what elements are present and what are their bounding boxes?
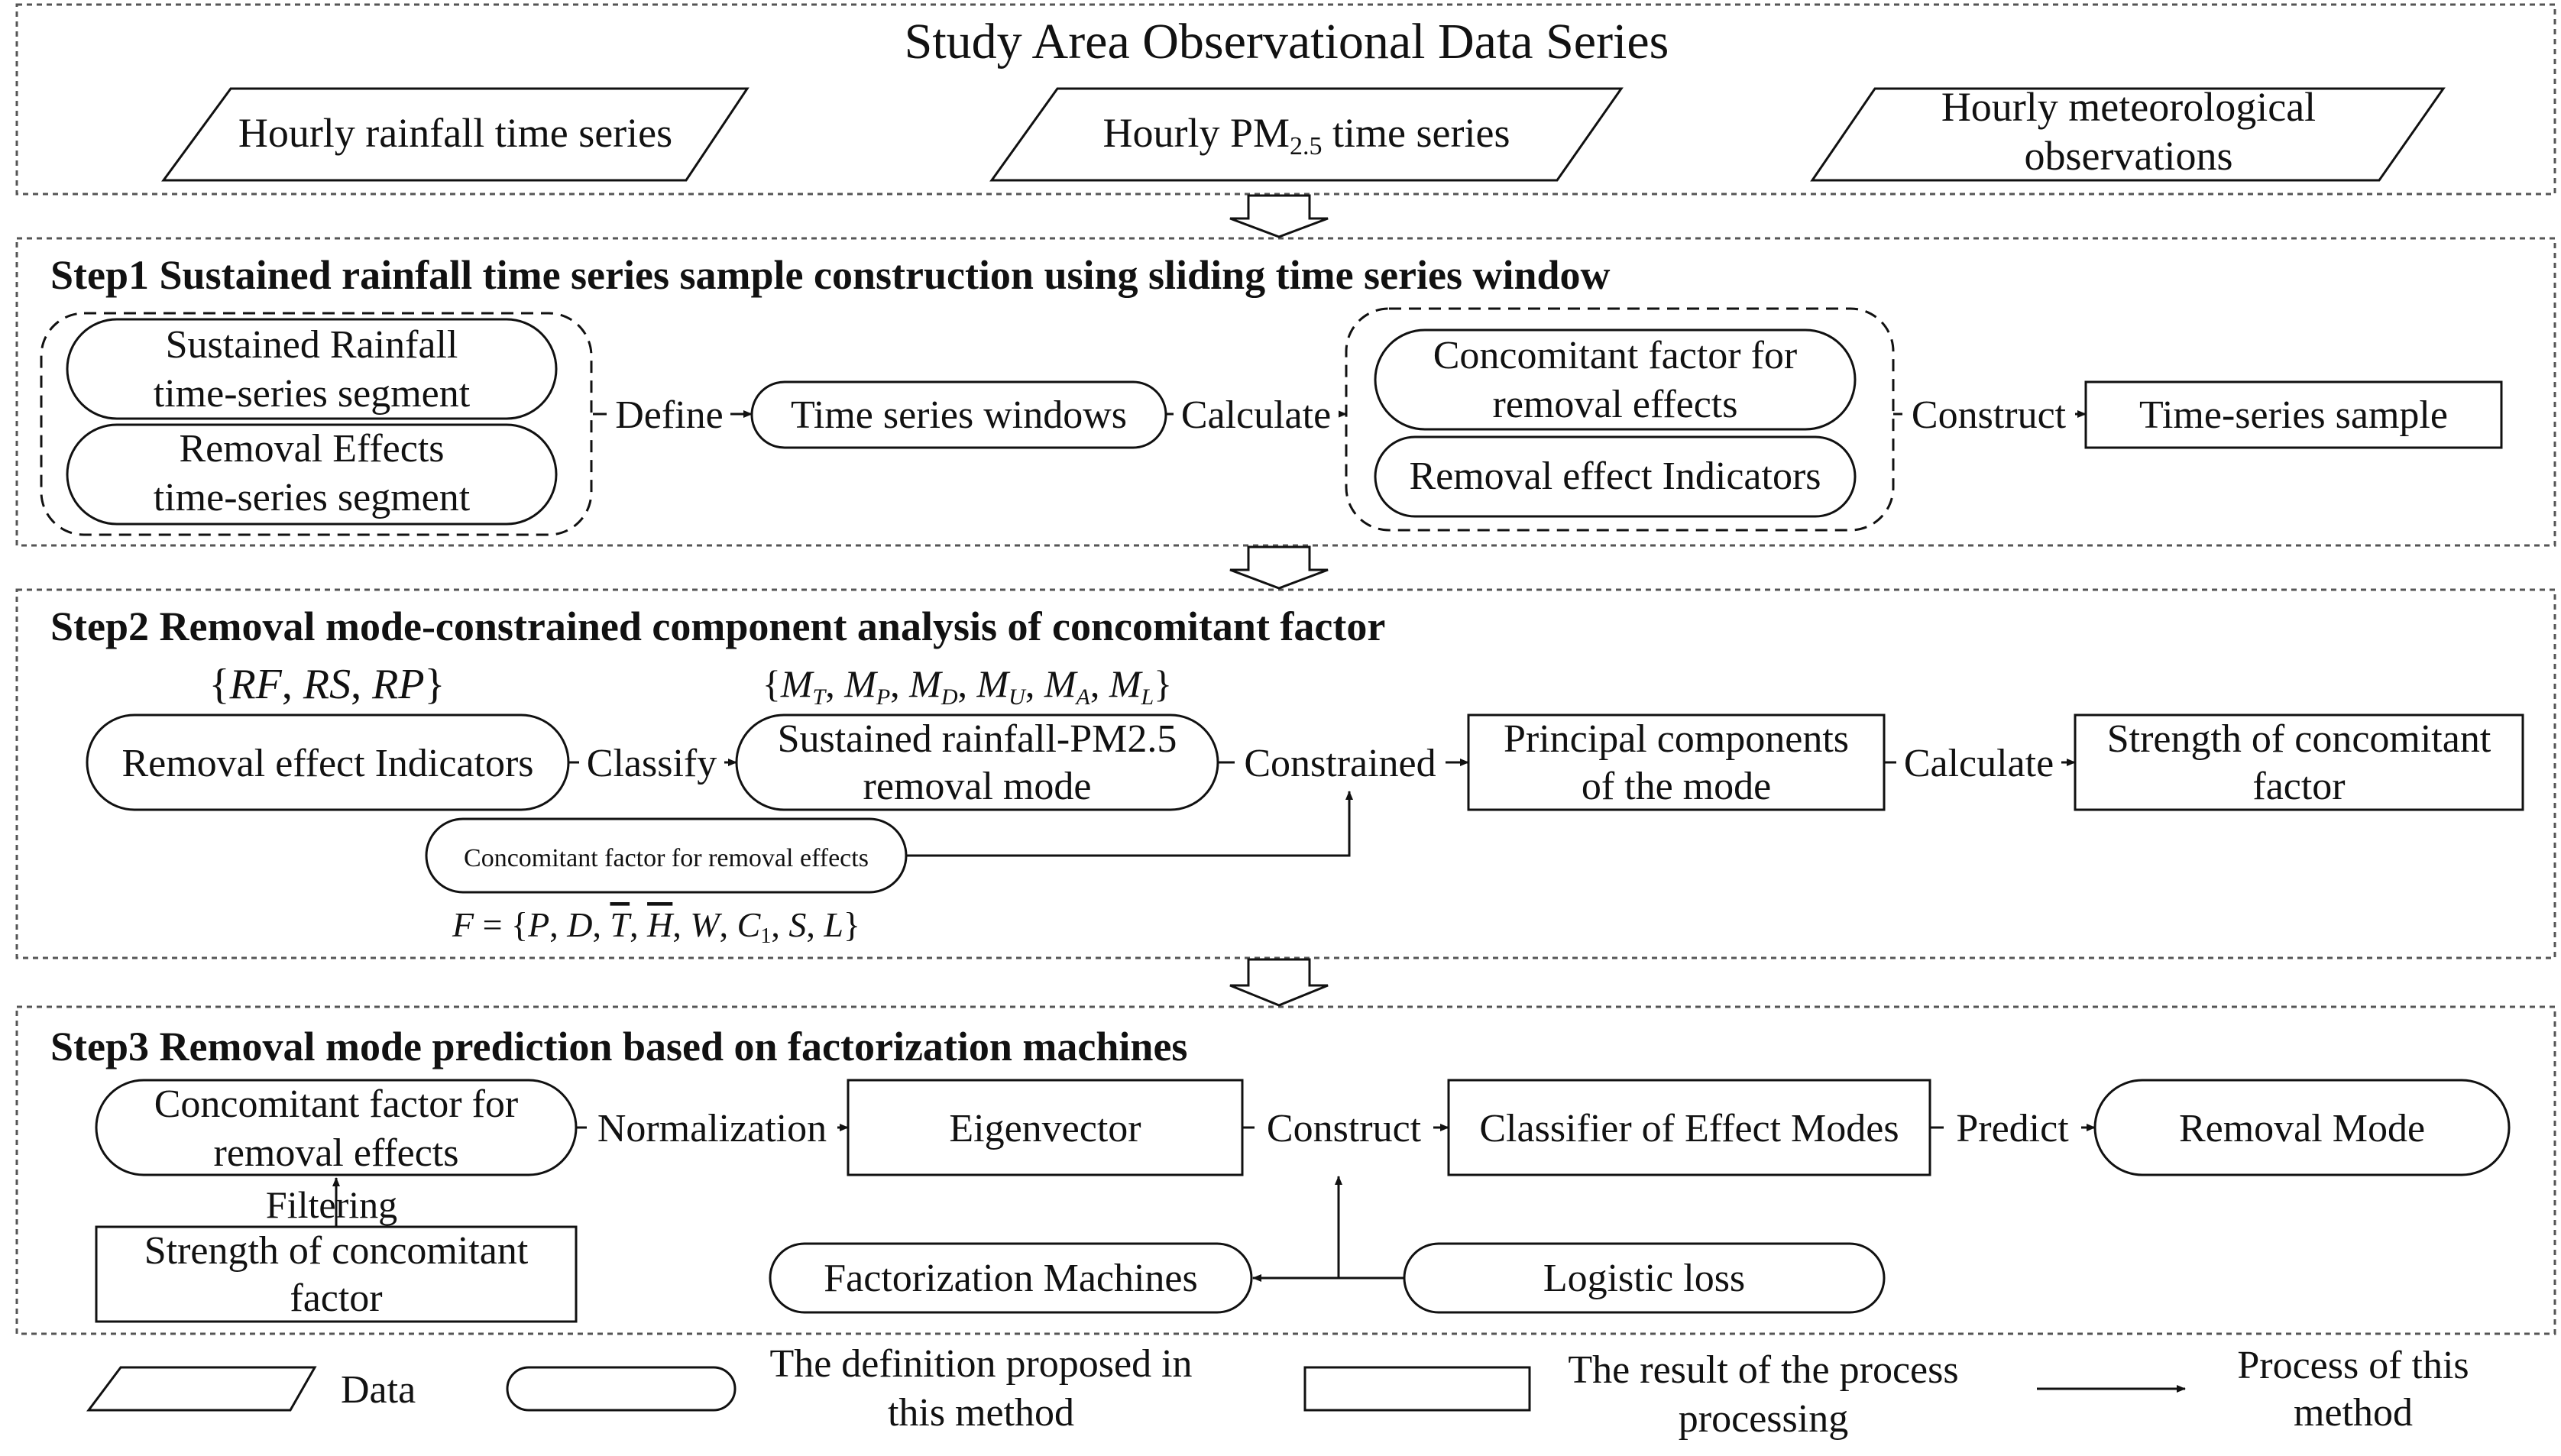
legend-process-line2: method [2294, 1391, 2413, 1435]
time-series-windows-label: Time series windows [791, 393, 1127, 437]
step3-strength-node [95, 1225, 578, 1323]
step3-factor-line2: removal effects [214, 1131, 459, 1175]
legend-definition-shape [506, 1366, 737, 1412]
sustained-rainfall-line2: time-series segment [154, 372, 471, 416]
calculate-label-1-bg [1174, 390, 1339, 434]
indicator-set: {RF, RS, RP} [209, 661, 445, 708]
step1-title: Step1 Sustained rainfall time series sam… [50, 252, 1611, 298]
strength-node [2074, 713, 2524, 811]
step1-output-group [1345, 307, 1895, 532]
logistic-loss-label: Logistic loss [1543, 1257, 1745, 1300]
construct-label-2: Construct [1267, 1107, 1422, 1150]
factorization-machines-label: Factorization Machines [824, 1257, 1198, 1300]
constrained-label-bg [1235, 738, 1446, 782]
step2-title: Step2 Removal mode-constrained component… [50, 603, 1385, 649]
concomitant-factor-line1: Concomitant factor for [1433, 334, 1798, 377]
removal-effects-segment [66, 423, 558, 526]
section-arrow-2 [1229, 545, 1329, 590]
removal-mode-result-label: Removal Mode [2179, 1107, 2425, 1150]
removal-mode-result-node [2093, 1079, 2511, 1176]
step3-strength-line1: Strength of concomitant [144, 1229, 529, 1273]
step1-frame [15, 237, 2556, 547]
step1-segment-group [40, 312, 593, 536]
concomitant-factor-line2: removal effects [1493, 383, 1738, 426]
step3-factor-line1: Concomitant factor for [154, 1082, 519, 1126]
filtering-label: Filtering [266, 1183, 397, 1226]
classify-label-bg [579, 738, 724, 782]
predict-label: Predict [1956, 1107, 2069, 1150]
mode-set: {MT, MP, MD, MU, MA, ML} [762, 662, 1172, 710]
constrained-label: Constrained [1244, 742, 1436, 785]
predict-label-bg [1944, 1103, 2081, 1147]
removal-effect-indicators-label: Removal effect Indicators [1409, 455, 1821, 498]
removal-indicators-label: Removal effect Indicators [121, 742, 533, 785]
legend-result-shape [1303, 1366, 1531, 1412]
construct-label-2-bg [1255, 1103, 1433, 1147]
sustained-rainfall-segment [66, 318, 558, 420]
legend-definition-line1: The definition proposed in [769, 1342, 1192, 1386]
principal-components-line1: Principal components [1504, 717, 1849, 761]
legend-data-label: Data [341, 1368, 416, 1412]
legend-process-line1: Process of this [2237, 1344, 2469, 1387]
construct-label-1-bg [1902, 390, 2075, 434]
step2-frame [15, 588, 2556, 959]
normalization-label: Normalization [597, 1107, 827, 1150]
section-arrow-3 [1229, 958, 1329, 1007]
classify-label: Classify [587, 742, 717, 785]
principal-components-line2: of the mode [1582, 765, 1771, 808]
data-shape-rainfall [161, 87, 750, 182]
time-series-sample [2084, 380, 2503, 449]
calculate-label-2: Calculate [1904, 742, 2054, 785]
removal-effects-line1: Removal Effects [179, 427, 444, 471]
removal-effect-indicators-node [1374, 435, 1857, 518]
time-series-sample-label: Time-series sample [2139, 393, 2448, 437]
normalization-label-bg [587, 1103, 837, 1147]
classifier-label: Classifier of Effect Modes [1479, 1107, 1899, 1150]
step3-strength-line2: factor [290, 1276, 382, 1320]
page-title: Study Area Observational Data Series [905, 14, 1669, 70]
legend-definition-line2: this method [888, 1391, 1074, 1435]
step3-frame [15, 1005, 2556, 1335]
factor-set: F = {P, D, T, H, W, C1, S, L} [452, 905, 860, 948]
step3-title: Step3 Removal mode prediction based on f… [50, 1024, 1187, 1069]
removal-mode-line2: removal mode [863, 765, 1092, 808]
eigenvector-label: Eigenvector [949, 1107, 1141, 1150]
concomitant-factor-node [1374, 328, 1857, 431]
input-rainfall-label: Hourly rainfall time series [238, 110, 672, 156]
legend-result-line1: The result of the process [1568, 1348, 1958, 1392]
data-shape-pm25 [989, 87, 1624, 182]
legend-data-shape [86, 1366, 317, 1412]
sustained-rainfall-line1: Sustained Rainfall [166, 323, 458, 367]
define-label: Define [615, 393, 723, 437]
legend-result-line2: processing [1679, 1397, 1848, 1441]
input-meteorological-line2: observations [2025, 133, 2233, 179]
data-series-frame [15, 3, 2556, 196]
removal-effects-line2: time-series segment [154, 476, 471, 519]
data-shape-meteorological [1810, 87, 2446, 182]
construct-label-1: Construct [1912, 393, 2067, 437]
input-meteorological-line1: Hourly meteorological [1941, 84, 2316, 130]
input-pm25-label: Hourly PM2.5 time series [1103, 110, 1510, 160]
removal-mode-line1: Sustained rainfall-PM2.5 [778, 717, 1177, 761]
define-label-bg [607, 390, 730, 434]
strength-line2: factor [2252, 765, 2345, 808]
calculate-label-1: Calculate [1181, 393, 1331, 437]
calculate-label-2-bg [1896, 738, 2061, 782]
concomitant-factor-small-label: Concomitant factor for removal effects [464, 844, 869, 872]
strength-line1: Strength of concomitant [2107, 717, 2491, 761]
arrow-factor-to-constraint [906, 791, 1353, 857]
section-arrow-1 [1229, 194, 1329, 238]
factorization-machines-node [769, 1242, 1253, 1314]
principal-components-node [1467, 713, 1886, 811]
eigenvector-node [847, 1079, 1244, 1176]
